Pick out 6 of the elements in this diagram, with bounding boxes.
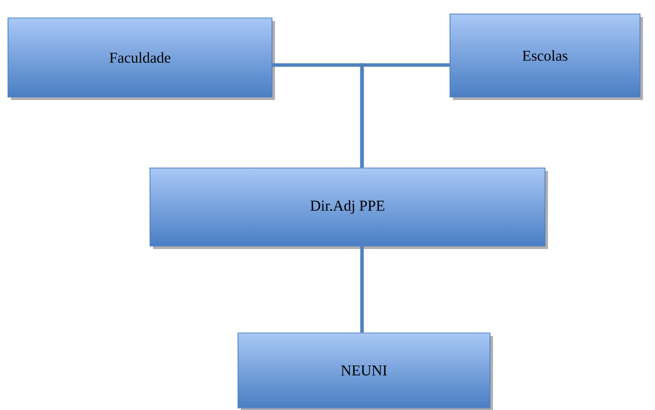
org-box: Escolas xyxy=(450,14,643,100)
org-box: Dir.Adj PPE xyxy=(150,168,548,249)
org-box: NEUNI xyxy=(238,332,493,410)
connector-line xyxy=(360,63,450,168)
org-box: Faculdade xyxy=(8,18,275,100)
connector-line xyxy=(360,246,364,333)
